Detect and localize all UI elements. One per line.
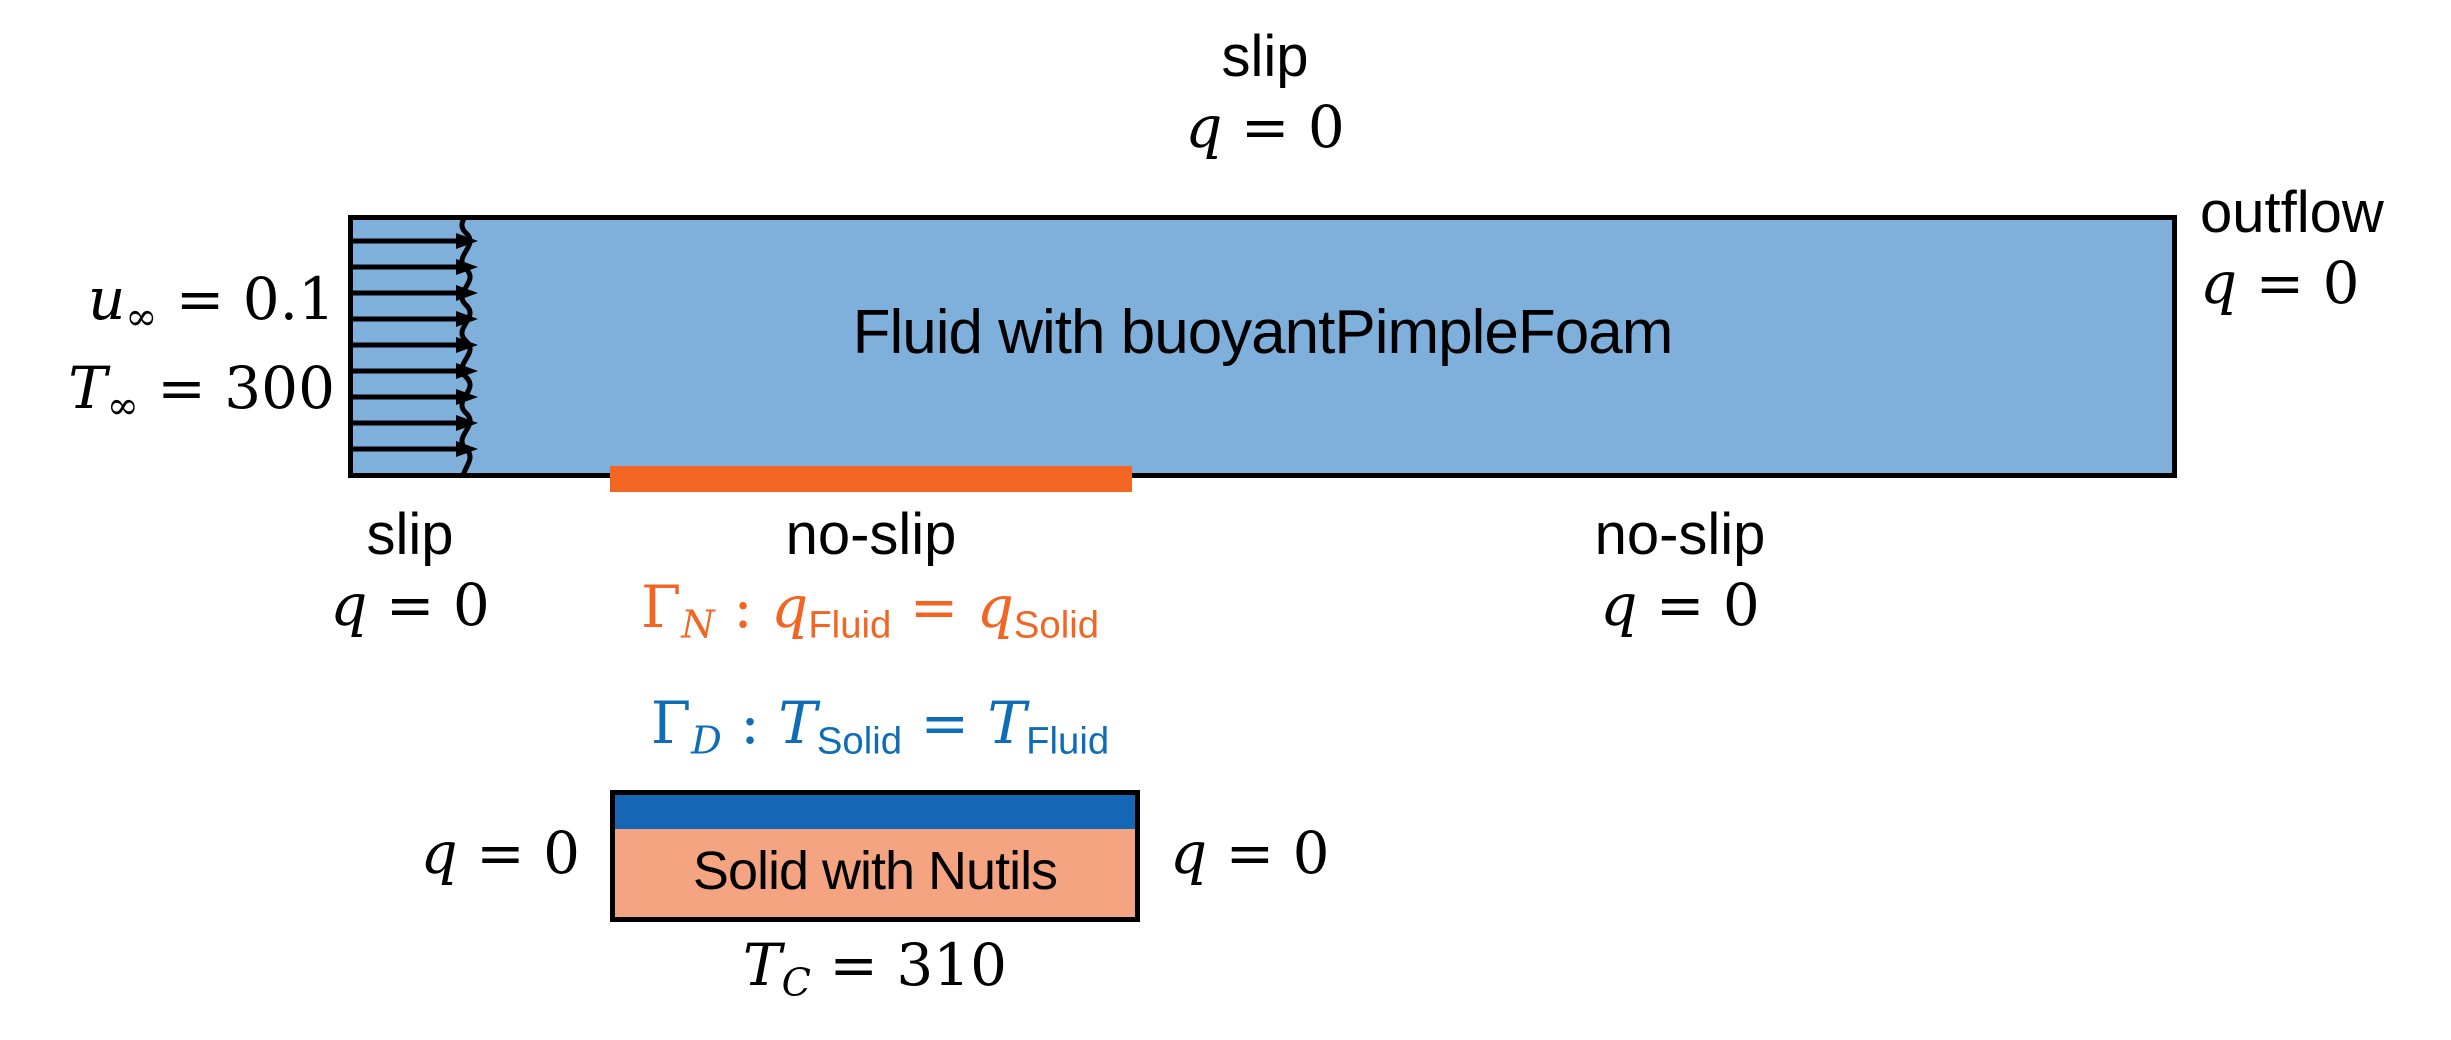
- top-flux-var: q: [1185, 93, 1223, 161]
- solid-bottom-temp-subscript: C: [781, 960, 811, 1006]
- solid-right-flux-value: = 0: [1225, 819, 1330, 887]
- solid-bottom-temp-value: = 310: [829, 931, 1008, 999]
- solid-domain-box: Solid with Nutils: [610, 790, 1140, 922]
- bottom-left-flux-var: q: [330, 571, 368, 639]
- inlet-velocity-value: = 0.1: [175, 265, 335, 333]
- dirichlet-interface-bar: [615, 795, 1135, 829]
- neumann-lhs-subscript: Fluid: [808, 603, 892, 647]
- top-boundary-label: slip q = 0: [1000, 22, 1530, 162]
- outlet-flux-var: q: [2200, 249, 2238, 317]
- top-boundary-flux: q = 0: [1000, 92, 1530, 162]
- solid-bottom-temp-var: T: [742, 931, 782, 999]
- solid-left-flux-value: = 0: [476, 819, 580, 887]
- inlet-velocity-subscript: ∞: [125, 294, 158, 340]
- dirichlet-colon: :: [740, 689, 760, 757]
- inlet-temperature-value: = 300: [157, 353, 335, 422]
- bottom-left-flux-value: = 0: [385, 571, 490, 639]
- inlet-velocity-condition: u∞ = 0.1: [0, 264, 335, 353]
- inlet-temperature-symbol: T: [68, 353, 107, 422]
- top-flux-value: = 0: [1240, 93, 1345, 161]
- dirichlet-lhs-subscript: Solid: [816, 719, 902, 763]
- bottom-right-flux-value: = 0: [1655, 571, 1760, 639]
- solid-right-boundary-label: q = 0: [1170, 818, 1470, 888]
- outlet-boundary-type: outflow: [2200, 180, 2384, 245]
- solid-bottom-boundary-label: TC = 310: [610, 930, 1140, 1019]
- neumann-rhs-var: q: [976, 573, 1014, 641]
- outlet-boundary-label: outflow q = 0: [2200, 178, 2451, 318]
- bottom-left-boundary-label: slip q = 0: [230, 500, 590, 640]
- coupled-wall-type-label: no-slip: [785, 502, 957, 567]
- inlet-velocity-profile-icon: [348, 195, 488, 497]
- fluid-domain-box: [348, 215, 2177, 478]
- neumann-gamma-symbol: Γ: [641, 573, 682, 641]
- outlet-flux-value: = 0: [2255, 249, 2360, 317]
- neumann-rhs-subscript: Solid: [1013, 603, 1099, 647]
- fluid-domain-label: Fluid with buoyantPimpleFoam: [852, 298, 1674, 367]
- inlet-velocity-symbol: u: [88, 265, 126, 333]
- outlet-boundary-flux: q = 0: [2200, 248, 2451, 318]
- solid-left-boundary-label: q = 0: [240, 818, 580, 888]
- dirichlet-rhs-subscript: Fluid: [1026, 719, 1110, 763]
- inlet-temperature-subscript: ∞: [106, 383, 139, 429]
- solid-left-flux-var: q: [420, 819, 458, 887]
- dirichlet-equals: =: [920, 689, 970, 757]
- solid-domain-label: Solid with Nutils: [692, 841, 1058, 901]
- dirichlet-coupling-label: ΓD : TSolid = TFluid: [570, 688, 1190, 777]
- inlet-conditions-label: u∞ = 0.1 T∞ = 300: [0, 264, 335, 441]
- neumann-interface-bar: [610, 466, 1132, 492]
- bottom-left-boundary-flux: q = 0: [230, 570, 590, 640]
- dirichlet-lhs-var: T: [778, 689, 817, 757]
- neumann-coupling-label: ΓN : qFluid = qSolid: [600, 572, 1140, 661]
- neumann-gamma-subscript: N: [681, 602, 715, 648]
- bottom-right-boundary-flux: q = 0: [1470, 570, 1890, 640]
- bottom-right-boundary-type: no-slip: [1594, 502, 1766, 567]
- bottom-right-flux-var: q: [1600, 571, 1638, 639]
- top-boundary-type: slip: [1221, 24, 1309, 89]
- neumann-equals: =: [909, 573, 959, 641]
- dirichlet-gamma-symbol: Γ: [650, 689, 692, 757]
- bottom-right-boundary-label: no-slip q = 0: [1470, 500, 1890, 640]
- dirichlet-rhs-var: T: [987, 689, 1027, 757]
- neumann-colon: :: [733, 573, 753, 641]
- dirichlet-gamma-subscript: D: [691, 718, 722, 764]
- solid-right-flux-var: q: [1170, 819, 1208, 887]
- bottom-left-boundary-type: slip: [366, 502, 454, 567]
- neumann-lhs-var: q: [771, 573, 809, 641]
- inlet-temperature-condition: T∞ = 300: [0, 353, 335, 442]
